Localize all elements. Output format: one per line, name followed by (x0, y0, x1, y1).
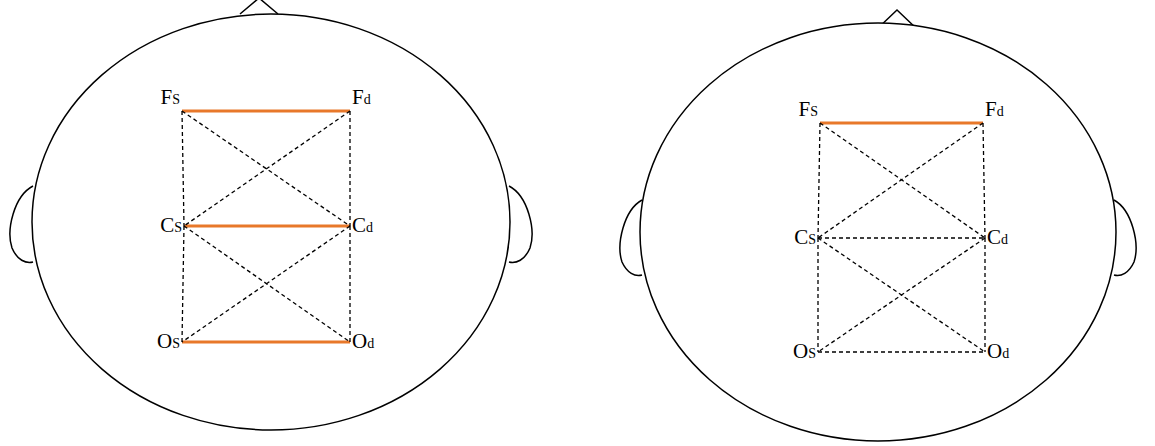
connection-line (818, 238, 985, 352)
connection-line (818, 123, 820, 238)
connection-line (349, 226, 350, 342)
head-outline (640, 23, 1116, 441)
connection-line (184, 111, 350, 226)
ear (509, 186, 532, 262)
electrode-name: Od (352, 330, 374, 355)
connection-line (818, 351, 985, 352)
electrode-label: CS (792, 226, 818, 251)
right-head (620, 10, 1136, 441)
electrode-name: CS (794, 226, 816, 251)
ear (620, 200, 642, 275)
electrode-label: Cd (985, 226, 1010, 251)
symmetry-line (182, 110, 350, 113)
electrode-label: OS (155, 330, 182, 355)
connection-line (349, 111, 350, 226)
connection-line (818, 123, 983, 238)
head-outline (32, 14, 510, 430)
connection-line (820, 123, 985, 238)
symmetry-line (184, 225, 350, 228)
electrode-name: OS (157, 330, 180, 355)
electrode-label: Od (985, 340, 1011, 365)
electrode-name: Cd (987, 226, 1008, 251)
electrode-label: FS (797, 98, 820, 123)
electrode-name: Fd (352, 86, 371, 111)
connection-line (818, 238, 985, 352)
electrode-name: FS (799, 98, 818, 123)
electrode-name: Od (987, 340, 1009, 365)
connection-line (984, 238, 985, 352)
connection-line (817, 238, 818, 352)
electrode-label: Fd (983, 98, 1006, 123)
left-head (10, 0, 532, 430)
ear (1114, 200, 1136, 275)
connection-line (182, 226, 184, 342)
electrode-label: OS (791, 340, 818, 365)
nose (240, 0, 278, 14)
connection-line (182, 111, 184, 226)
electrode-name: FS (161, 86, 180, 111)
connection-line (182, 226, 350, 342)
electrode-label: CS (158, 214, 184, 239)
electrode-name: Fd (985, 98, 1004, 123)
electrode-label: Fd (350, 86, 373, 111)
electrode-label: Cd (350, 214, 375, 239)
connection-line (818, 237, 985, 238)
electrode-name: CS (160, 214, 182, 239)
electrode-name: OS (793, 340, 816, 365)
electrode-label: FS (159, 86, 182, 111)
ear (10, 186, 33, 262)
connection-line (983, 123, 985, 238)
connection-line (182, 111, 350, 226)
symmetry-line (820, 122, 983, 125)
electrode-name: Cd (352, 214, 373, 239)
electrode-label: Od (350, 330, 376, 355)
symmetry-line (182, 341, 350, 344)
